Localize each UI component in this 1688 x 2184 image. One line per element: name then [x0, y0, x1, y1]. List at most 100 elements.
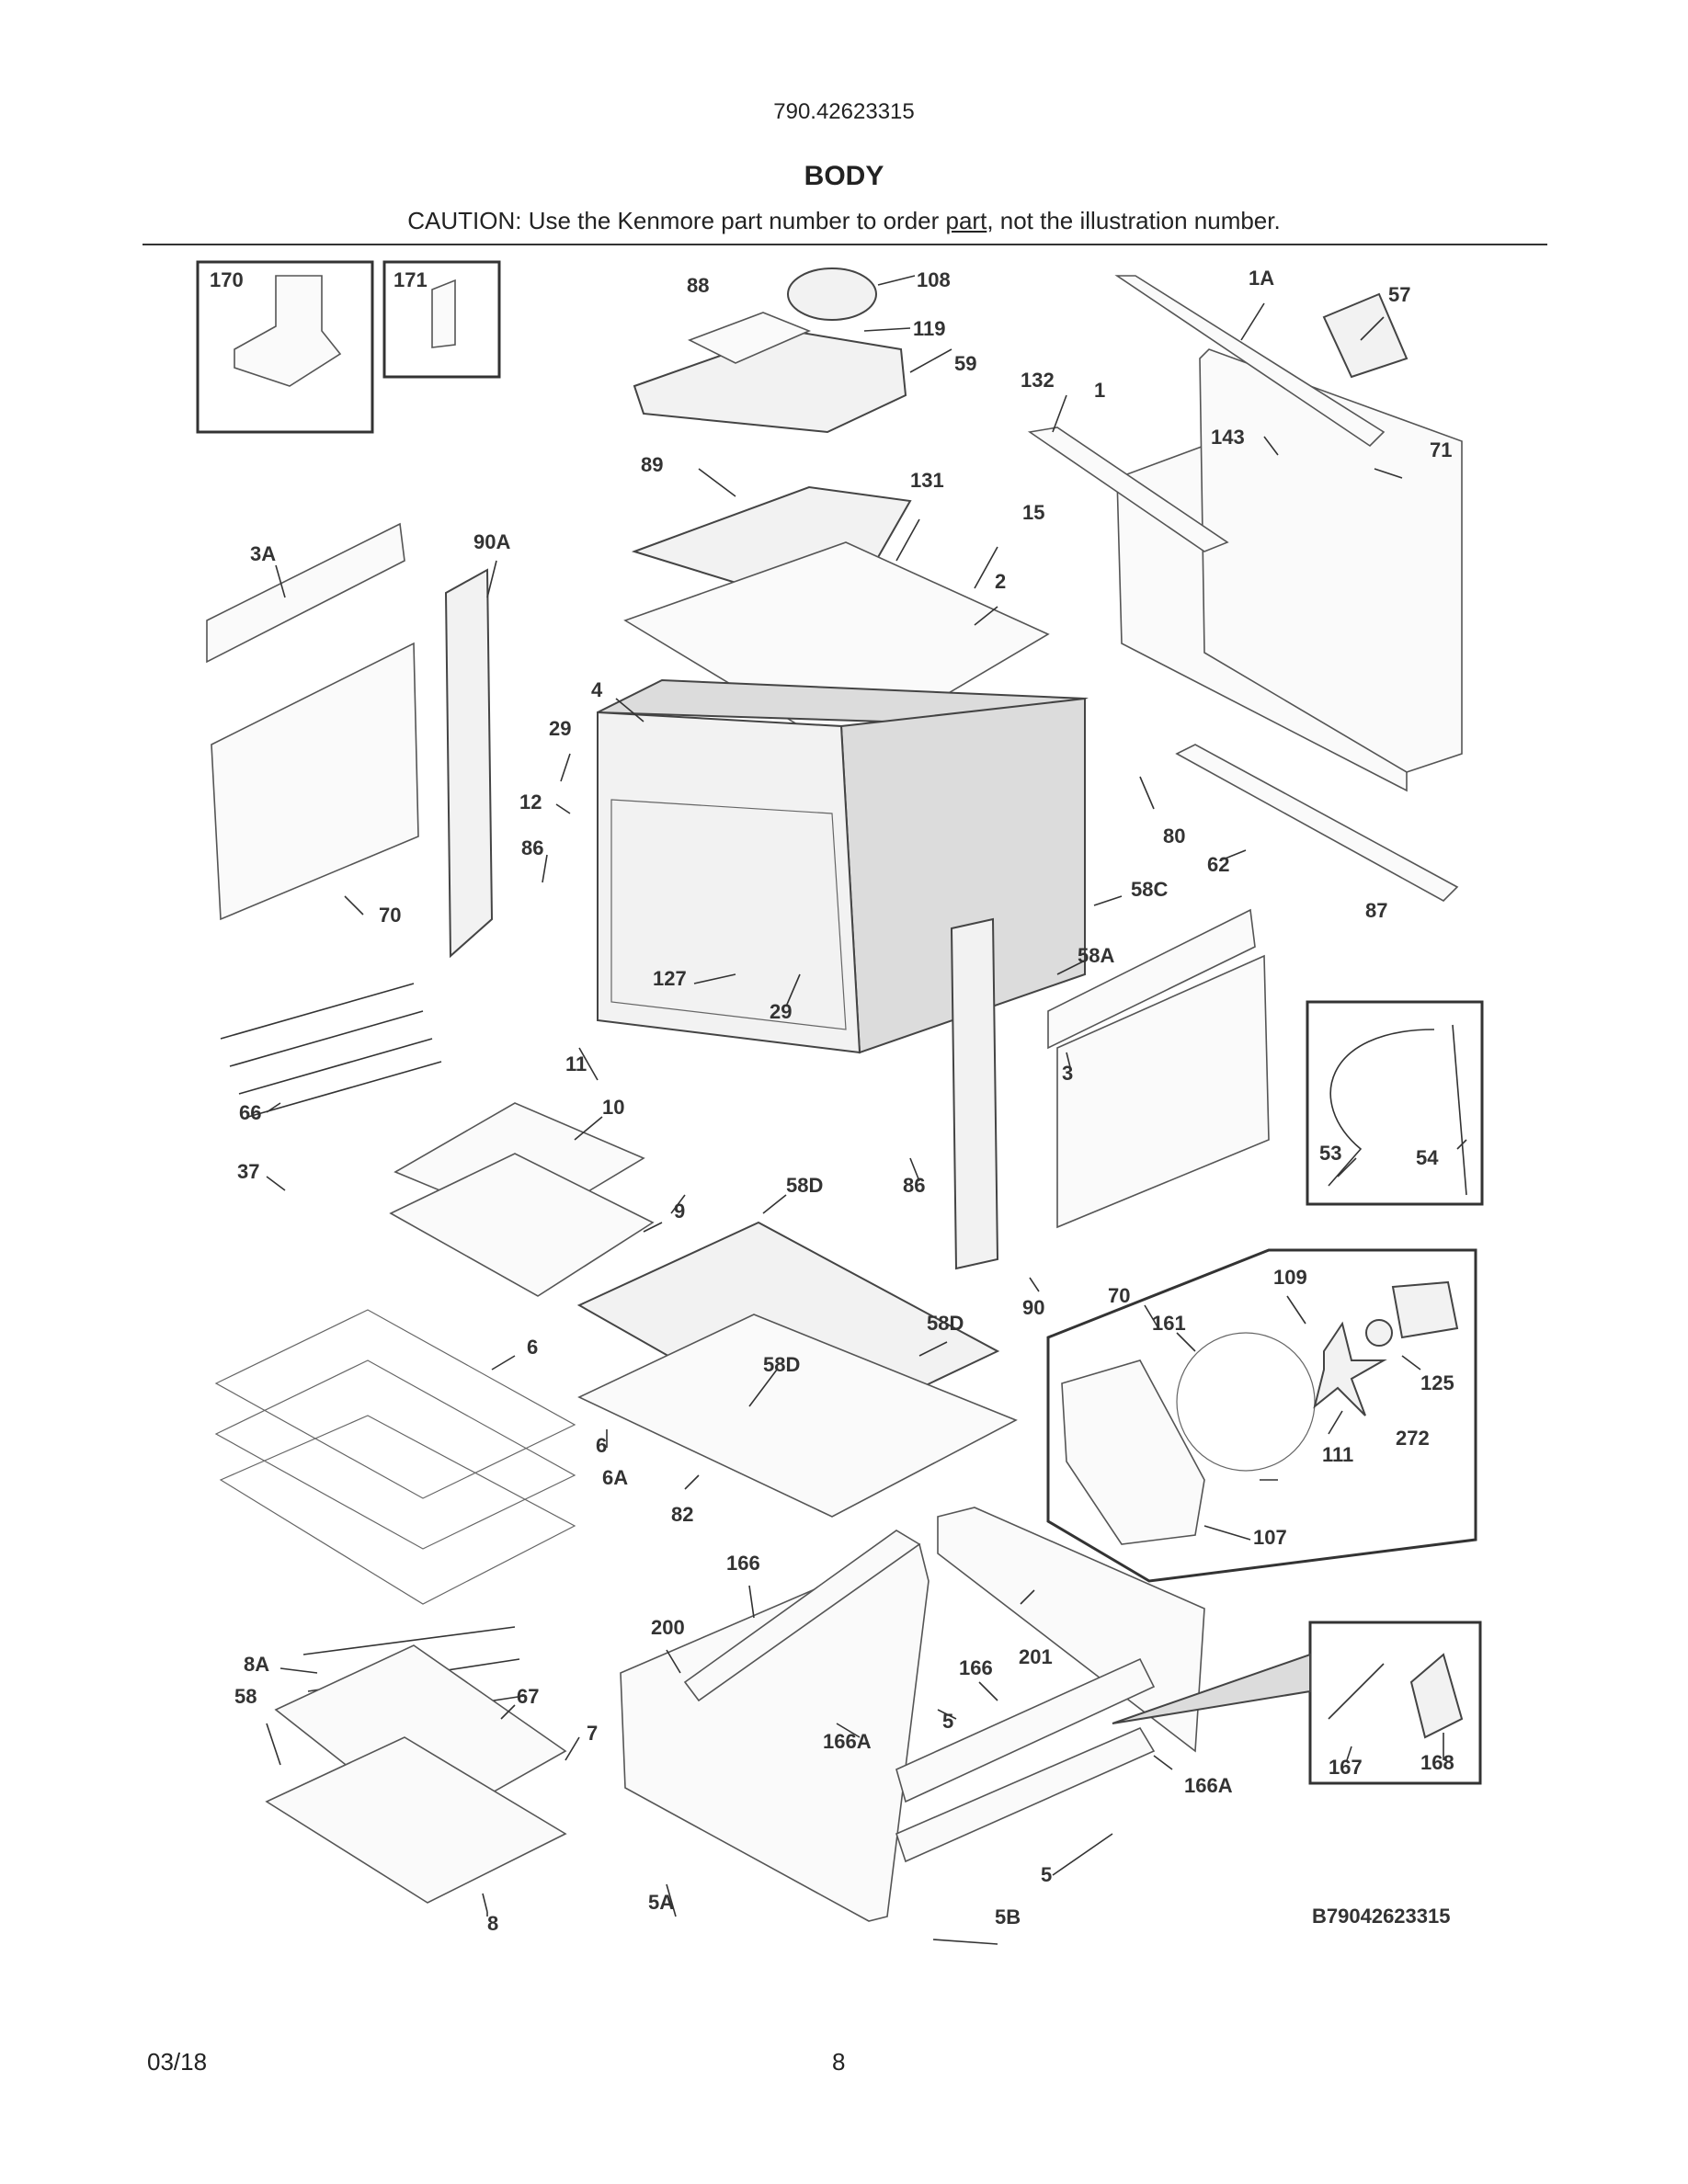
callout-66: 66 — [239, 1101, 261, 1124]
side-panel-left-70 — [211, 642, 419, 921]
callout-70-right: 70 — [1108, 1284, 1130, 1307]
trim-3A — [206, 522, 405, 664]
callout-5A: 5A — [648, 1891, 674, 1914]
bracket-171-drawing — [431, 279, 456, 348]
channel-1A — [1114, 275, 1386, 448]
callout-90: 90 — [1022, 1296, 1044, 1319]
callout-58D-right: 58D — [927, 1312, 964, 1335]
inset-box-leveler — [1308, 1621, 1482, 1785]
callout-53: 53 — [1319, 1142, 1341, 1165]
callout-3: 3 — [1062, 1062, 1073, 1085]
callout-143: 143 — [1211, 426, 1245, 449]
caution-part-link: part — [945, 207, 987, 234]
callout-5: 5 — [942, 1710, 953, 1733]
rear-panel-71 — [1199, 348, 1463, 773]
callout-4: 4 — [591, 678, 603, 701]
bracket-170-drawing — [234, 275, 342, 387]
callout-54: 54 — [1416, 1146, 1439, 1169]
bottom-frame-82 — [577, 1314, 1018, 1518]
leader-lines — [266, 275, 1467, 1945]
callout-161: 161 — [1152, 1312, 1186, 1335]
fan-cover-107 — [1061, 1359, 1205, 1545]
callout-67: 67 — [517, 1685, 539, 1708]
callout-5-lower: 5 — [1041, 1863, 1052, 1886]
oven-rack-6 — [214, 1309, 576, 1499]
base-frame-200 — [620, 1542, 930, 1922]
callout-89: 89 — [641, 453, 663, 476]
callout-127: 127 — [653, 967, 687, 990]
inset-box-probe — [1306, 1000, 1484, 1206]
callout-131: 131 — [910, 469, 944, 492]
caution-text-after: , not the illustration number. — [987, 207, 1281, 234]
callout-166A-left: 166A — [823, 1730, 872, 1753]
side-panel-right-70 — [1056, 954, 1270, 1229]
callout-166A-right: 166A — [1184, 1774, 1233, 1797]
callout-109: 109 — [1273, 1266, 1307, 1289]
callout-6: 6 — [527, 1336, 538, 1359]
callout-86-lower: 86 — [903, 1174, 925, 1197]
convection-motor-108 — [787, 267, 877, 321]
callout-57: 57 — [1388, 283, 1410, 306]
callout-2: 2 — [995, 570, 1006, 593]
callout-168: 168 — [1420, 1751, 1454, 1774]
callout-9: 9 — [674, 1200, 685, 1223]
callout-108: 108 — [917, 268, 951, 291]
callout-1A: 1A — [1249, 267, 1274, 290]
callout-29: 29 — [549, 717, 571, 740]
page-number: 8 — [832, 2048, 846, 2076]
caution-note: CAUTION: Use the Kenmore part number to … — [0, 207, 1688, 235]
callout-62: 62 — [1207, 853, 1229, 876]
callout-111: 111 — [1322, 1443, 1353, 1466]
callout-58D-top: 58D — [786, 1174, 823, 1197]
callout-58A: 58A — [1078, 944, 1114, 967]
callout-37: 37 — [237, 1160, 259, 1183]
trim-90 — [950, 917, 999, 1270]
callout-29-lower: 29 — [770, 1000, 792, 1023]
plate-88 — [688, 312, 812, 364]
rail-166A-lower — [895, 1726, 1156, 1863]
callout-82: 82 — [671, 1503, 693, 1526]
callout-86: 86 — [521, 836, 543, 859]
callout-132: 132 — [1021, 369, 1055, 392]
fan-guard-161 — [1176, 1332, 1316, 1472]
oven-rack-6A — [219, 1415, 576, 1605]
callout-3A: 3A — [250, 542, 276, 565]
callout-15: 15 — [1022, 501, 1044, 524]
callout-1: 1 — [1094, 379, 1105, 402]
spacer-272 — [1365, 1319, 1393, 1347]
callout-12: 12 — [519, 791, 542, 813]
callout-11: 11 — [565, 1052, 587, 1075]
callout-166-mid: 166 — [959, 1656, 993, 1679]
callout-166-top: 166 — [726, 1552, 760, 1575]
leveler-rod-167 — [1328, 1663, 1385, 1720]
callout-171: 171 — [393, 268, 428, 291]
footer-date: 03/18 — [147, 2048, 208, 2076]
convection-inset-box — [1046, 1248, 1477, 1583]
callout-107: 107 — [1253, 1526, 1287, 1549]
callout-167: 167 — [1329, 1756, 1363, 1779]
callout-59: 59 — [954, 352, 976, 375]
inset-box-170 — [196, 260, 374, 434]
callout-7: 7 — [587, 1722, 598, 1745]
broil-pan-9 — [389, 1153, 655, 1297]
callout-170: 170 — [210, 268, 244, 291]
inset-box-171 — [382, 260, 501, 379]
callout-119: 119 — [913, 317, 946, 340]
broil-element-66 — [220, 983, 442, 1118]
oven-rack-6-lower — [214, 1359, 576, 1550]
callout-8A: 8A — [244, 1653, 269, 1676]
oven-cavity-front — [597, 711, 861, 1054]
trim-58A — [1047, 908, 1256, 1050]
callout-8: 8 — [487, 1912, 498, 1935]
leveler-pointer — [1112, 1653, 1311, 1724]
callout-70-left: 70 — [379, 904, 401, 927]
probe-wire-54 — [1452, 1024, 1467, 1196]
callout-272: 272 — [1396, 1427, 1430, 1450]
callout-5B: 5B — [995, 1905, 1021, 1928]
shelf-132 — [1027, 427, 1229, 552]
callout-125: 125 — [1420, 1371, 1454, 1394]
rail-166 — [683, 1530, 921, 1702]
bottom-panel-8 — [265, 1736, 567, 1904]
bracket-87 — [1175, 744, 1459, 902]
